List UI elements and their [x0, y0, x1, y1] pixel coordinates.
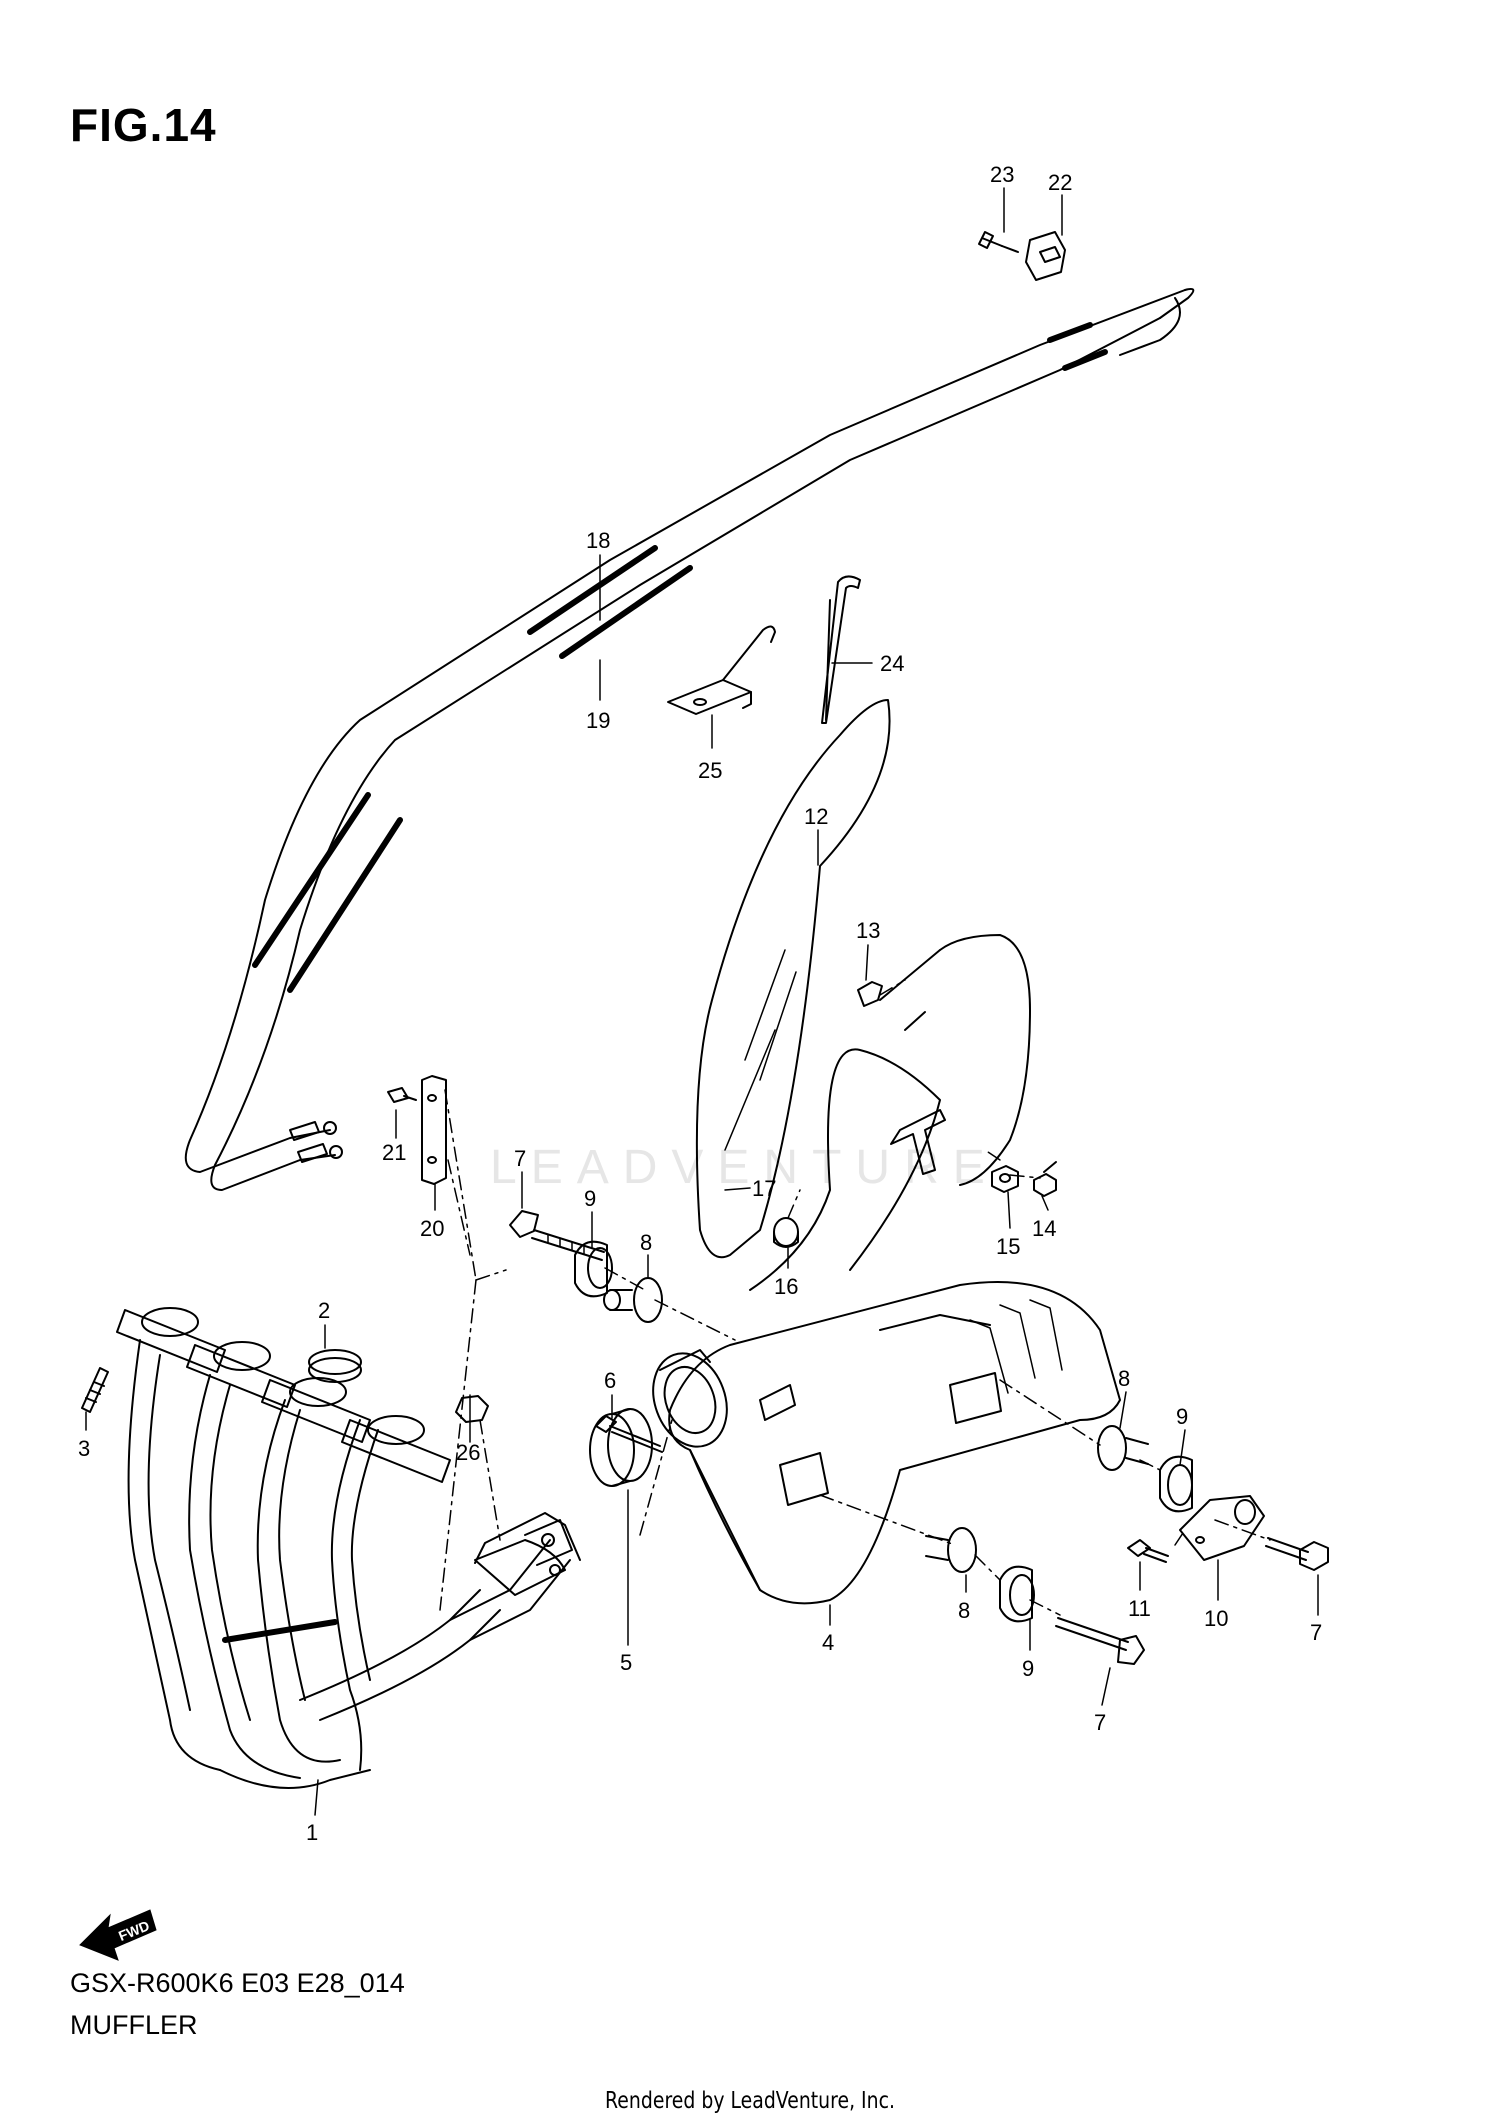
callout-9a: 9 [584, 1186, 596, 1211]
callout-3: 3 [78, 1436, 90, 1461]
callout-9c: 9 [1022, 1656, 1034, 1681]
bolt-23 [978, 231, 1019, 253]
collar-8b [1097, 1425, 1149, 1471]
callout-9b: 9 [1176, 1404, 1188, 1429]
callout-7b: 7 [1094, 1710, 1106, 1735]
callout-26: 26 [456, 1440, 480, 1465]
callout-21: 21 [382, 1140, 406, 1165]
callout-12: 12 [804, 804, 828, 829]
pulley-bracket-22 [1025, 231, 1066, 281]
watermark: LEADVENTURE [490, 1141, 999, 1194]
clip-13 [857, 981, 883, 1007]
callout-25: 25 [698, 758, 722, 783]
callout-22: 22 [1048, 170, 1072, 195]
footer-credit: Rendered by LeadVenture, Inc. [605, 2088, 895, 2114]
bracket-20 [421, 1075, 447, 1185]
callout-6: 6 [604, 1368, 616, 1393]
callout-8b: 8 [1118, 1366, 1130, 1391]
callout-8a: 8 [640, 1230, 652, 1255]
cable-sleeves [252, 322, 1108, 993]
grommet-9b [1159, 1455, 1193, 1513]
bolt-7c [1265, 1537, 1329, 1571]
callout-14: 14 [1032, 1216, 1056, 1241]
figure-title: FIG.14 [70, 99, 217, 151]
assembly-lines [439, 979, 1271, 1616]
callout-23: 23 [990, 162, 1014, 187]
muffler-inlet-flange [652, 1349, 728, 1448]
section-name: MUFFLER [70, 2010, 198, 2040]
bolt-6 [595, 1415, 663, 1453]
fwd-arrow-icon: FWD [79, 1909, 157, 1961]
muffler-4 [668, 1048, 1121, 1605]
callout-4: 4 [822, 1630, 834, 1655]
cable-end-fittings [289, 1121, 343, 1163]
stud-bolt-3 [81, 1367, 109, 1413]
callout-8c: 8 [958, 1598, 970, 1623]
collar-8a [603, 1277, 663, 1323]
callout-16: 16 [774, 1274, 798, 1299]
callout-19: 19 [586, 708, 610, 733]
gasket-5 [589, 1408, 653, 1487]
callout-1: 1 [306, 1820, 318, 1845]
callout-2: 2 [318, 1298, 330, 1323]
bolt-11 [1127, 1539, 1169, 1563]
bracket-10 [1179, 1495, 1265, 1561]
callout-20: 20 [420, 1216, 444, 1241]
fwd-label: FWD [116, 1917, 152, 1944]
grommet-9c [999, 1565, 1035, 1623]
grommet-9a [574, 1240, 613, 1298]
exhaust-valve-cable-19 [210, 297, 1181, 1191]
callout-17: 17 [752, 1176, 776, 1201]
callout-7c: 7 [1310, 1620, 1322, 1645]
nut-26 [455, 1395, 489, 1423]
bolt-7b [1055, 1617, 1145, 1665]
callouts: 1 2 3 4 5 6 7 7 7 8 8 8 9 9 9 10 11 12 1… [78, 162, 1322, 1845]
callout-13: 13 [856, 918, 880, 943]
callout-15: 15 [996, 1234, 1020, 1259]
leader-lines [85, 187, 1319, 1816]
callout-7a: 7 [514, 1146, 526, 1171]
bolt-7a [509, 1210, 605, 1261]
collar-8c [925, 1527, 977, 1573]
callout-24: 24 [880, 651, 904, 676]
heat-shield-12 [695, 699, 891, 1259]
nut-15 [991, 1165, 1019, 1193]
model-code: GSX-R600K6 E03 E28_014 [70, 1968, 405, 1998]
callout-10: 10 [1204, 1606, 1228, 1631]
bolt-14 [1033, 1161, 1057, 1197]
grommet-16 [773, 1217, 799, 1248]
clamp-band-24 [821, 575, 861, 724]
callout-18: 18 [586, 528, 610, 553]
bolt-21 [387, 1087, 417, 1103]
exhaust-valve-cable-18 [184, 288, 1195, 1173]
bracket-25 [667, 625, 776, 715]
muffler-upper-cover [879, 934, 1031, 1186]
exhaust-pipe-1 [116, 1307, 581, 1789]
callout-5: 5 [620, 1650, 632, 1675]
callout-11: 11 [1128, 1596, 1151, 1621]
gasket-2 [308, 1349, 362, 1383]
